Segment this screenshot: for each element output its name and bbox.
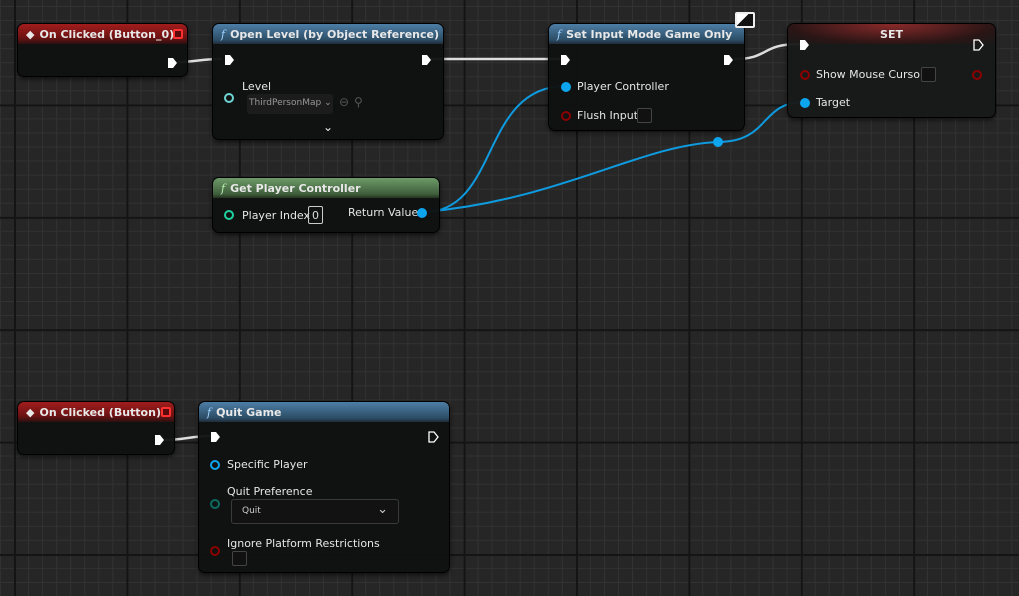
node-title: On Clicked (Button) [39, 405, 161, 419]
function-icon: f [207, 405, 212, 419]
player-controller-label: Player Controller [577, 80, 669, 93]
object-wire [423, 101, 805, 213]
show-mouse-cursor-checkbox[interactable] [921, 67, 936, 82]
function-node-set-input-mode-game-only[interactable]: f Set Input Mode Game Only Player Control… [548, 23, 745, 131]
chevron-down-icon: ⌄ [377, 502, 388, 517]
quit-preference-value: Quit [242, 506, 261, 516]
node-title: Get Player Controller [230, 181, 361, 195]
node-title: On Clicked (Button_0) [39, 27, 175, 41]
level-label: Level [242, 80, 272, 93]
show-mouse-cursor-out-pin[interactable] [972, 70, 982, 80]
search-icon[interactable]: ⚲ [354, 95, 363, 109]
return-value-pin[interactable] [417, 208, 427, 218]
player-index-value: 0 [312, 209, 319, 222]
object-wire [423, 85, 567, 213]
ignore-platform-checkbox[interactable] [232, 551, 247, 566]
return-value-label: Return Value [348, 206, 419, 219]
function-icon: f [221, 181, 226, 195]
delegate-pin-icon[interactable] [173, 29, 183, 39]
client-only-monitor-icon [735, 12, 755, 28]
ignore-platform-label: Ignore Platform Restrictions [227, 537, 380, 550]
level-pin[interactable] [224, 93, 234, 103]
exec-out-pin[interactable] [421, 54, 432, 66]
exec-in-pin[interactable] [224, 54, 235, 66]
pure-node-get-player-controller[interactable]: f Get Player Controller Player Index 0 Re… [212, 177, 440, 233]
function-node-quit-game[interactable]: f Quit Game Specific Player Quit Preferen… [198, 401, 450, 573]
level-value: ThirdPersonMap [249, 98, 322, 108]
show-mouse-cursor-pin[interactable] [800, 70, 810, 80]
event-node-on-clicked-button[interactable]: ◆ On Clicked (Button) [17, 401, 175, 455]
node-title: Set Input Mode Game Only [566, 27, 733, 41]
exec-in-pin[interactable] [210, 431, 221, 443]
level-dropdown[interactable]: ThirdPersonMap ⌄ [247, 94, 333, 114]
node-title: Quit Game [216, 405, 282, 419]
player-index-label: Player Index [242, 209, 311, 222]
event-diamond-icon: ◆ [26, 405, 35, 419]
exec-in-pin[interactable] [799, 39, 810, 51]
reroute-knot [713, 137, 723, 147]
flush-input-label: Flush Input [577, 109, 639, 122]
quit-preference-pin[interactable] [210, 499, 220, 509]
flush-input-pin[interactable] [561, 111, 571, 121]
exec-out-pin[interactable] [973, 39, 984, 51]
player-index-input[interactable]: 0 [308, 206, 323, 224]
flush-input-checkbox[interactable] [637, 108, 652, 123]
exec-out-pin[interactable] [428, 431, 439, 443]
target-pin[interactable] [800, 98, 810, 108]
set-node-show-mouse-cursor[interactable]: SET Show Mouse Cursor Target [787, 23, 996, 118]
specific-player-label: Specific Player [227, 458, 308, 471]
function-icon: f [557, 27, 562, 41]
node-title: Open Level (by Object Reference) [230, 27, 439, 41]
exec-out-pin[interactable] [154, 434, 165, 446]
show-mouse-cursor-label: Show Mouse Cursor [816, 68, 925, 81]
player-controller-pin[interactable] [561, 82, 571, 92]
function-icon: f [221, 27, 226, 41]
event-diamond-icon: ◆ [26, 27, 35, 41]
quit-preference-label: Quit Preference [227, 485, 313, 498]
chevron-down-icon: ⌄ [324, 98, 332, 108]
delegate-pin-icon[interactable] [161, 407, 171, 417]
expand-chevron-icon[interactable]: ⌄ [323, 120, 334, 134]
player-index-pin[interactable] [224, 210, 234, 220]
browse-back-icon[interactable]: ⊖ [339, 95, 350, 109]
exec-out-pin[interactable] [723, 54, 734, 66]
specific-player-pin[interactable] [210, 460, 220, 470]
exec-out-pin[interactable] [167, 57, 178, 69]
event-node-on-clicked-button-0[interactable]: ◆ On Clicked (Button_0) [17, 23, 188, 77]
target-label: Target [816, 96, 851, 109]
quit-preference-dropdown[interactable]: Quit ⌄ [231, 499, 399, 524]
exec-in-pin[interactable] [560, 54, 571, 66]
node-title: SET [880, 27, 903, 41]
ignore-platform-pin[interactable] [210, 546, 220, 556]
